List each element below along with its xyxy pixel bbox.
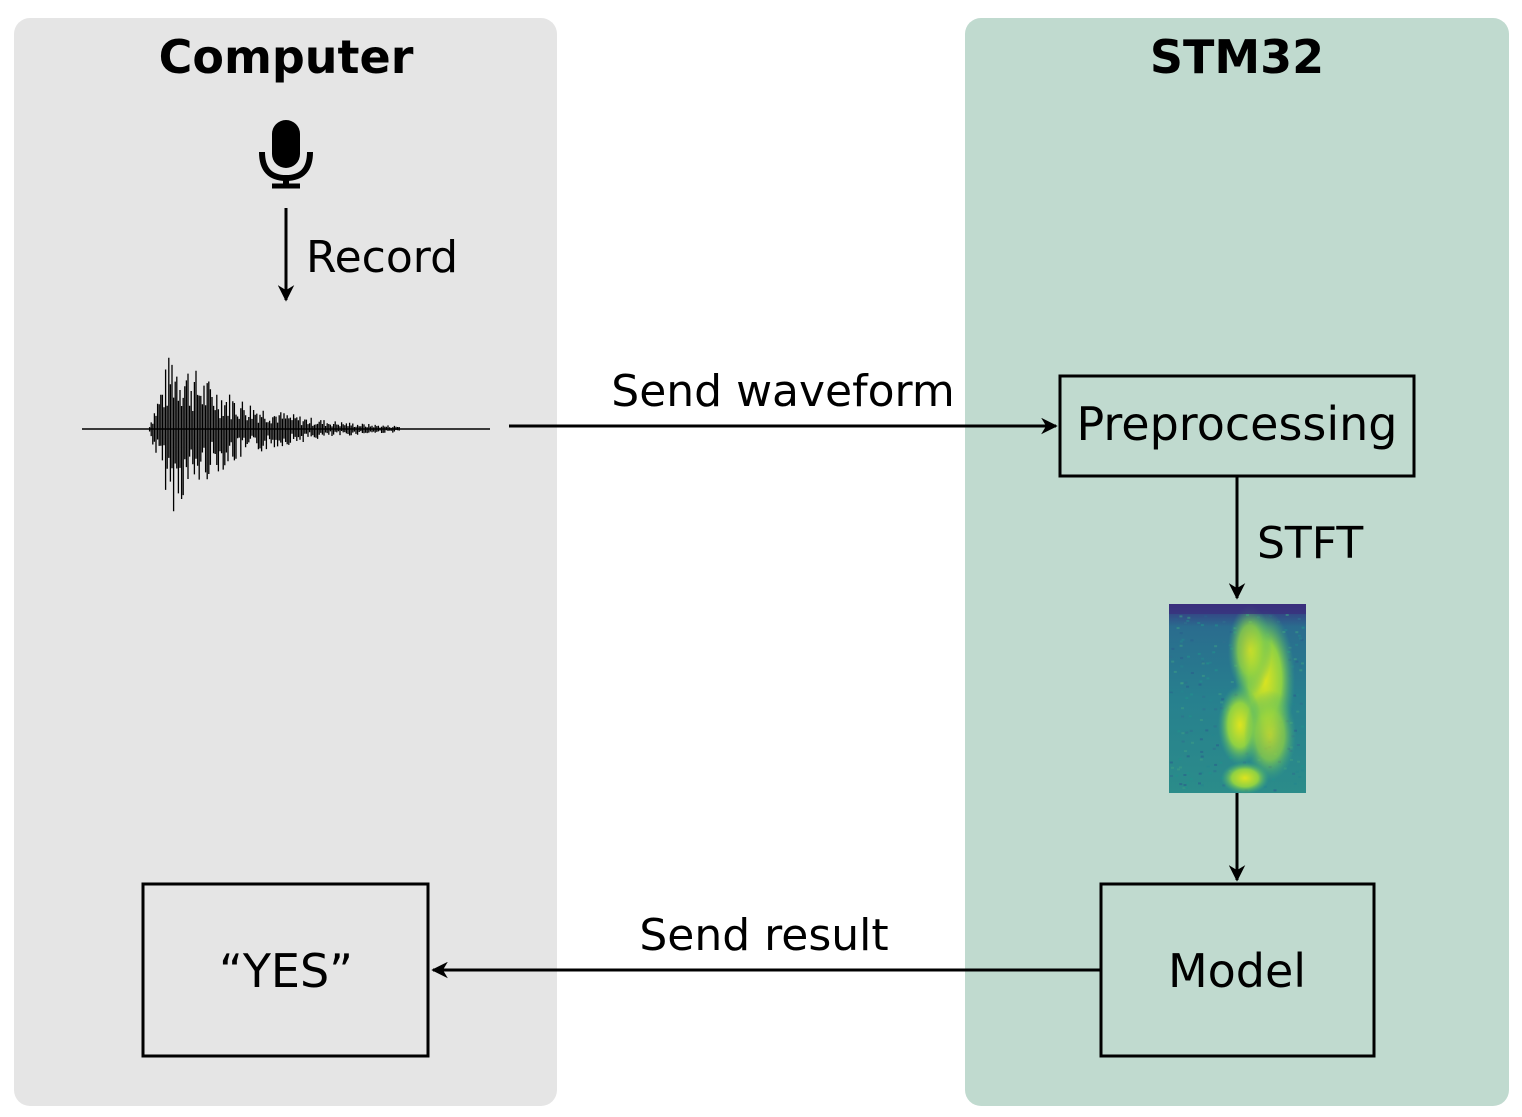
computer-panel [14,18,557,1106]
preprocessing-node: Preprocessing [1058,374,1416,478]
stft-label: STFT [1257,518,1363,569]
spectrogram-image [1169,604,1306,794]
stm32-panel-title: STM32 [1150,30,1324,84]
preprocessing-label: Preprocessing [1076,397,1397,451]
computer-panel-title: Computer [159,30,414,84]
result-label: “YES” [219,944,353,998]
microphone-icon [259,120,313,189]
send-result-label: Send result [639,910,888,961]
model-node: Model [1099,882,1376,1058]
record-label: Record [306,232,458,283]
model-label: Model [1168,944,1306,998]
result-node: “YES” [141,882,430,1058]
send-waveform-label: Send waveform [611,366,954,417]
audio-waveform [82,357,490,512]
